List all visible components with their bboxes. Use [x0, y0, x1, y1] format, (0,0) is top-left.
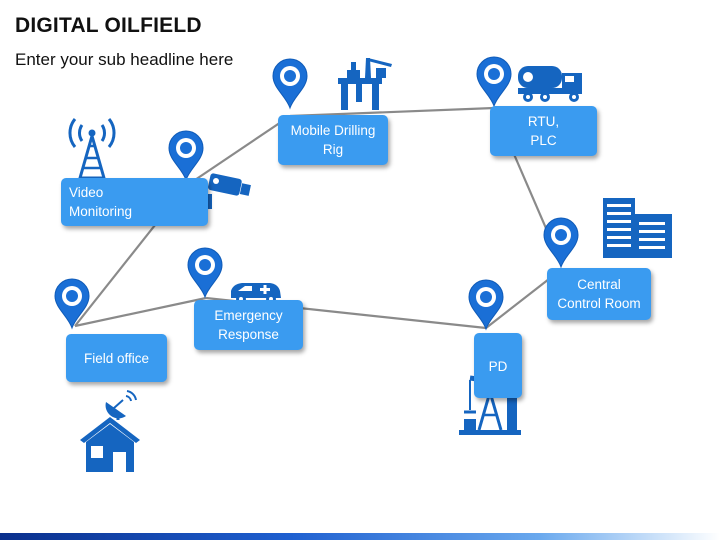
node-central-control-room: Central Control Room: [547, 268, 651, 320]
node-label-line1: Mobile Drilling: [290, 123, 376, 138]
satellite-dish-icon: [105, 390, 137, 420]
node-label-line1: Video: [69, 185, 104, 200]
node-rtu-plc: RTU, PLC: [490, 106, 597, 156]
node-label-line1: PD: [488, 359, 508, 374]
tanker-truck-icon: [518, 66, 582, 102]
node-field-office: Field office: [66, 334, 167, 382]
house-icon: [80, 417, 140, 472]
map-pin-icon: [468, 279, 504, 330]
map-pin-icon: [476, 56, 512, 107]
radio-tower-icon: [68, 118, 116, 180]
node-label-line1: Emergency: [214, 308, 283, 323]
link-pd-control: [485, 271, 559, 329]
node-label-line2: Control Room: [557, 296, 641, 311]
building-icon: [603, 198, 672, 258]
node-pd: PD: [474, 333, 522, 398]
node-label-line1: Field office: [83, 350, 150, 366]
map-pin-icon: [54, 278, 90, 329]
link-field-emergency: [74, 296, 207, 328]
map-pin-icon: [187, 247, 223, 298]
node-label-line2: Rig: [322, 142, 344, 157]
camera-icon: [198, 173, 251, 209]
map-pin-icon: [272, 58, 308, 109]
link-drilling-rtu: [289, 106, 495, 118]
node-label-line2: Response: [218, 327, 279, 342]
map-pin-icon: [543, 217, 579, 268]
node-label-line2: PLC: [530, 133, 557, 148]
footer-gradient-bar: [0, 533, 720, 540]
map-pin-icon: [168, 130, 204, 181]
node-label-line2: Monitoring: [69, 204, 133, 219]
node-video-monitoring: Video Monitoring: [61, 178, 208, 226]
node-emergency-response: Emergency Response: [194, 300, 303, 350]
link-video-drilling: [185, 115, 291, 187]
node-mobile-drilling-rig: Mobile Drilling Rig: [278, 115, 388, 165]
node-label-line1: Central: [577, 277, 621, 292]
page-title: DIGITAL OILFIELD: [15, 14, 202, 37]
node-label-line1: RTU,: [527, 114, 560, 129]
page-subtitle: Enter your sub headline here: [15, 50, 234, 69]
oil-rig-icon: [338, 58, 392, 110]
